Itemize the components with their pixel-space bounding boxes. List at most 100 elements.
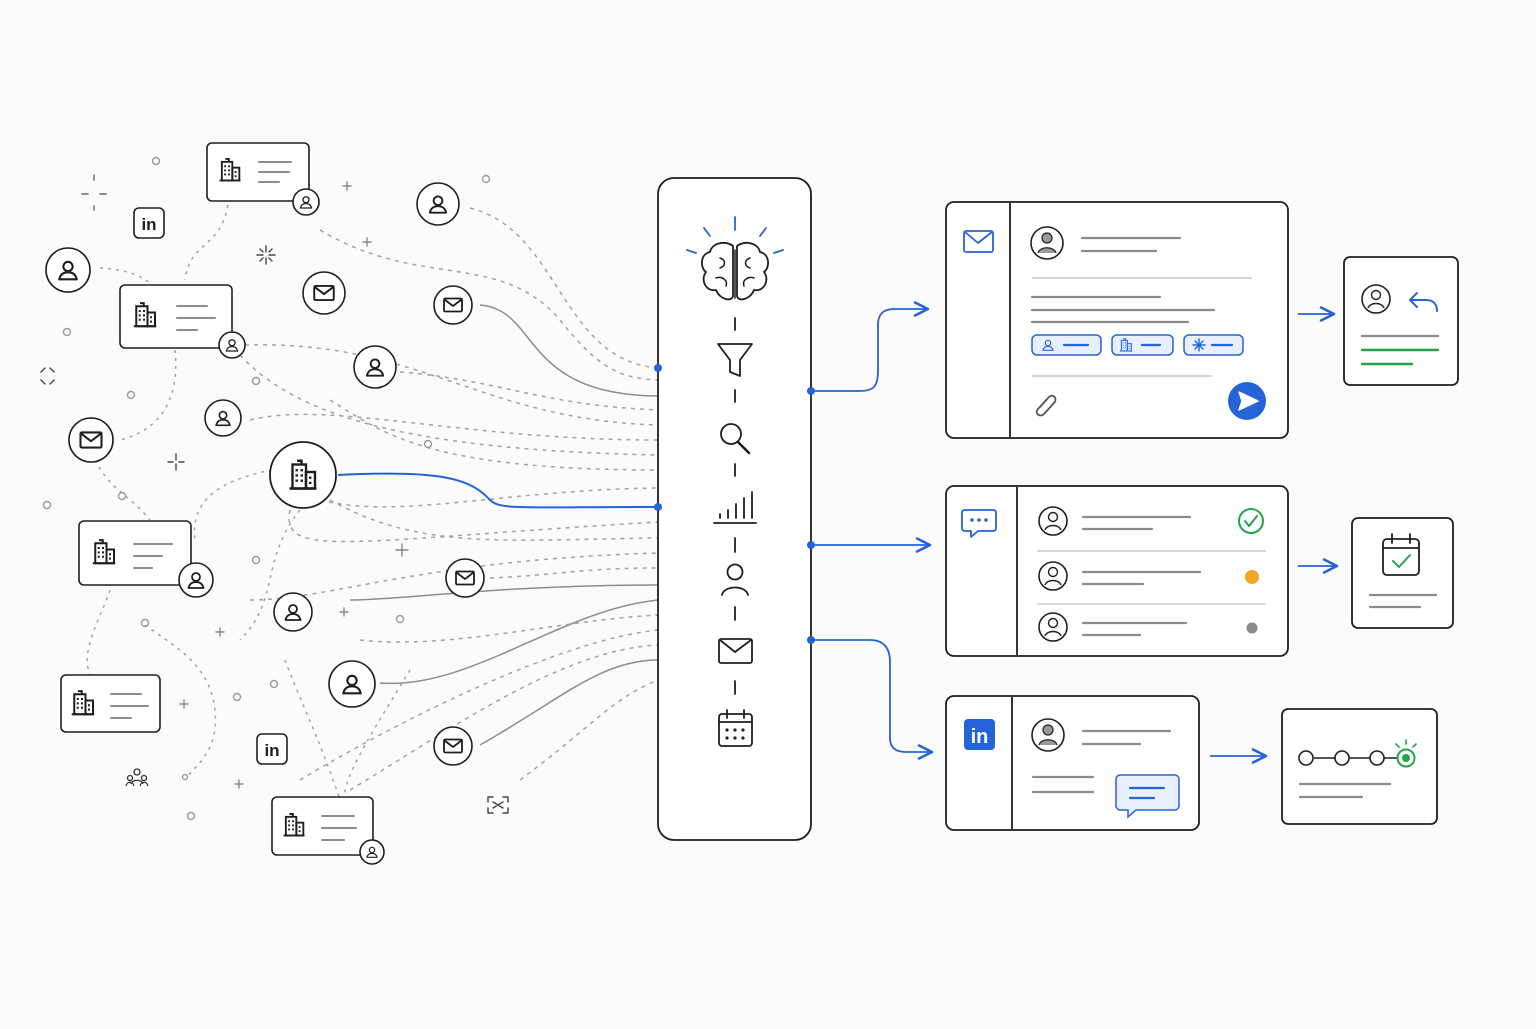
sparkle-icon (339, 607, 349, 617)
send-button[interactable] (1228, 382, 1266, 420)
company-card[interactable] (119, 284, 246, 359)
sparkle-icon (179, 699, 189, 709)
sparkle-icon (234, 779, 244, 789)
group-icon (125, 768, 149, 787)
sparkle-icon (256, 245, 276, 265)
connector-line (184, 204, 229, 281)
sparkle-icon (40, 367, 55, 385)
connector-line (319, 487, 659, 508)
company-card[interactable] (271, 796, 385, 865)
decorative-dots (42, 156, 491, 821)
avatar (1030, 226, 1064, 260)
highlighted-company-node[interactable] (269, 441, 337, 509)
person-node[interactable] (204, 399, 242, 437)
progress-steps-icon (1298, 739, 1417, 768)
pipeline-column (654, 177, 812, 841)
email-node[interactable] (433, 285, 473, 325)
chip-company[interactable] (1111, 334, 1174, 356)
contact-row[interactable] (1038, 561, 1259, 591)
connector-line (249, 552, 659, 601)
email-composer-panel[interactable] (945, 201, 1289, 439)
connector-line (94, 459, 151, 521)
email-node[interactable] (302, 271, 346, 315)
sparkle-icon (342, 181, 352, 191)
connector-line (288, 509, 659, 543)
send-icon (1238, 391, 1259, 411)
calendar-icon (718, 709, 753, 747)
connector-line (86, 589, 111, 676)
contact-list-panel[interactable] (945, 485, 1289, 657)
person-node[interactable] (416, 182, 460, 226)
connector-line (329, 499, 659, 541)
chip-insight[interactable] (1183, 334, 1244, 356)
reply-result-card[interactable] (1343, 256, 1459, 386)
email-node[interactable] (433, 726, 473, 766)
email-node[interactable] (68, 417, 114, 463)
connector-line (329, 399, 659, 471)
connector-line (399, 371, 659, 411)
linkedin-label: in (264, 741, 279, 760)
connector-line (489, 567, 659, 579)
linkedin-icon (133, 207, 165, 239)
contact-row[interactable] (1038, 612, 1258, 642)
connector-line (359, 614, 659, 643)
company-card[interactable] (60, 674, 161, 733)
filter-icon (717, 343, 753, 377)
company-card[interactable] (78, 520, 214, 598)
connector-line (379, 599, 659, 685)
progress-result-card[interactable] (1281, 708, 1438, 825)
person-node[interactable] (328, 660, 376, 708)
linkedin-icon (256, 733, 288, 765)
person-node[interactable] (273, 592, 313, 632)
linkedin-node[interactable]: in (133, 207, 165, 239)
bar-chart-icon (713, 491, 757, 524)
company-card[interactable] (206, 142, 320, 216)
brain-icon (686, 216, 784, 301)
person-node[interactable] (353, 345, 397, 389)
sparkle-marks (40, 174, 509, 814)
connector-line (249, 413, 659, 441)
highlighted-connector (337, 472, 659, 509)
person-icon (721, 563, 749, 596)
connector-line (469, 207, 659, 369)
connector-line (193, 469, 273, 541)
check-circle-icon (1238, 508, 1264, 534)
linkedin-label: in (971, 726, 989, 748)
connector-line (519, 679, 659, 781)
connector-line (349, 584, 659, 601)
linkedin-label: in (141, 215, 156, 234)
magnifier-icon (720, 423, 751, 455)
chip-person[interactable] (1031, 334, 1102, 356)
status-dot-pending (1245, 570, 1259, 584)
crop-icon (487, 796, 509, 814)
calendar-check-icon (1382, 533, 1420, 576)
sparkle-icon (167, 453, 185, 471)
sparkle-icon (1192, 338, 1206, 352)
avatar (1031, 718, 1065, 752)
connector-line (349, 644, 659, 791)
envelope-icon (963, 230, 994, 253)
output-connectors (807, 301, 1339, 764)
linkedin-icon: in (964, 719, 995, 750)
sparkle-icon (362, 237, 372, 247)
person-node[interactable] (45, 247, 91, 293)
connector-line (479, 659, 659, 746)
envelope-icon (718, 638, 753, 664)
chat-bubble-icon (961, 509, 997, 538)
connector-line (343, 669, 411, 801)
calendar-result-card[interactable] (1351, 517, 1454, 629)
connector-line (244, 344, 659, 426)
connector-line (239, 354, 659, 456)
linkedin-message-panel[interactable]: in (945, 695, 1200, 831)
contact-row[interactable] (1038, 506, 1264, 536)
paperclip-icon[interactable] (1035, 394, 1057, 417)
sparkle-icon (395, 543, 409, 557)
connector-line (119, 349, 177, 441)
person-icon (1047, 511, 1059, 523)
linkedin-node[interactable]: in (256, 733, 288, 765)
message-bubble (1115, 774, 1180, 819)
connector-line (479, 304, 659, 397)
email-node[interactable] (445, 558, 485, 598)
